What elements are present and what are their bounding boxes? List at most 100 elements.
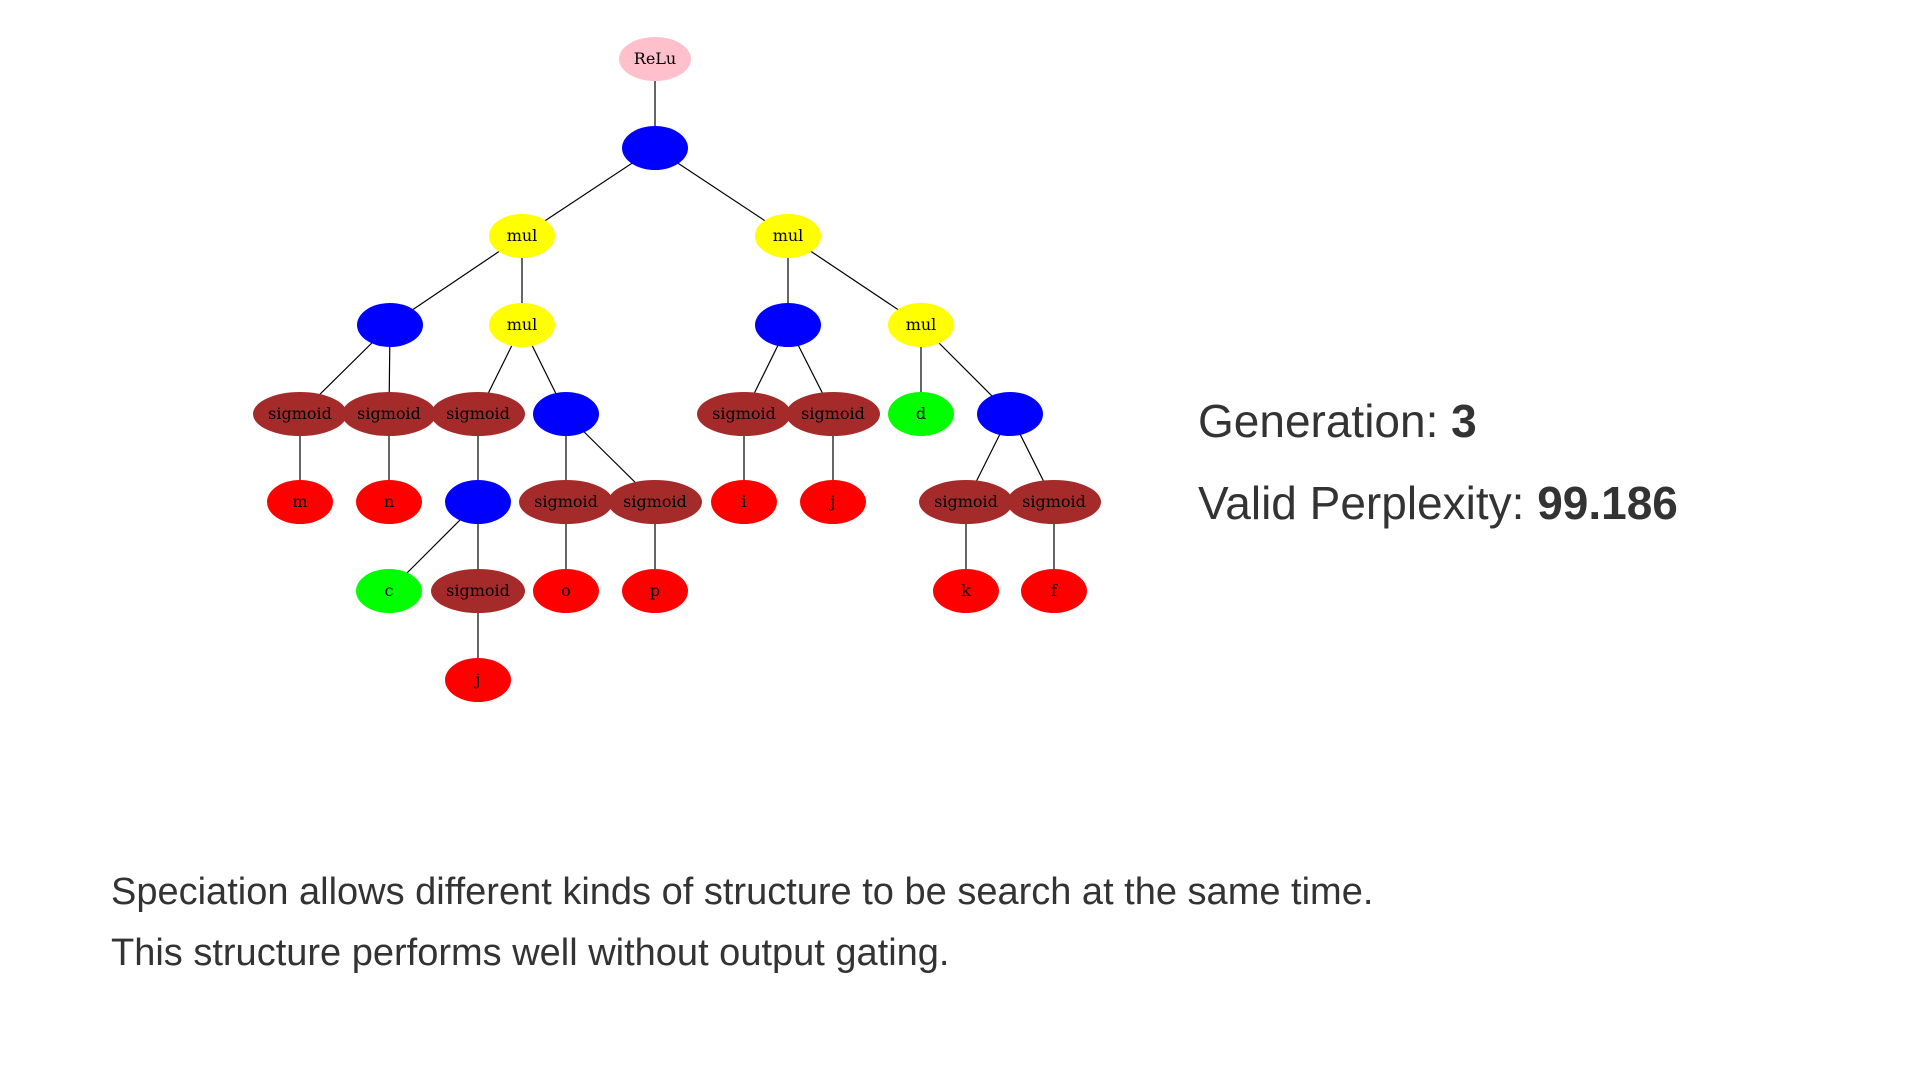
node-label: sigmoid: [534, 492, 598, 511]
node-label: o: [561, 581, 571, 600]
node-ellipse: [619, 37, 691, 81]
node-ellipse: [489, 303, 555, 347]
node-label: mul: [906, 315, 937, 334]
caption-line-1: Speciation allows different kinds of str…: [111, 871, 1374, 913]
node-ellipse: [919, 480, 1013, 524]
node-sigmoid: sigmoid: [786, 392, 880, 436]
node-add: add: [755, 303, 821, 347]
node-i: i: [711, 480, 777, 524]
node-add: add: [533, 392, 599, 436]
node-label: mul: [773, 226, 804, 245]
node-sigmoid: sigmoid: [1007, 480, 1101, 524]
node-ellipse: [1021, 569, 1087, 613]
node-label: mul: [507, 226, 538, 245]
node-label: sigmoid: [357, 404, 421, 423]
node-mul: mul: [755, 214, 821, 258]
node-ellipse: [888, 303, 954, 347]
generation-value: 3: [1451, 395, 1477, 447]
node-ellipse: [1007, 480, 1101, 524]
node-ellipse: [267, 480, 333, 524]
node-ellipse: [356, 569, 422, 613]
node-label: add: [773, 315, 803, 334]
node-label: sigmoid: [268, 404, 332, 423]
node-ellipse: [431, 392, 525, 436]
node-label: c: [385, 581, 394, 600]
node-label: ReLu: [634, 49, 676, 68]
node-ellipse: [342, 392, 436, 436]
node-label: m: [292, 492, 307, 511]
node-c: c: [356, 569, 422, 613]
perplexity-line: Valid Perplexity: 99.186: [1198, 462, 1678, 544]
node-ellipse: [253, 392, 347, 436]
node-ellipse: [356, 480, 422, 524]
stats-panel: Generation: 3 Valid Perplexity: 99.186: [1198, 380, 1678, 544]
node-ellipse: [357, 303, 423, 347]
node-ellipse: [977, 392, 1043, 436]
node-ellipse: [431, 569, 525, 613]
perplexity-label: Valid Perplexity:: [1198, 477, 1538, 529]
node-ellipse: [800, 480, 866, 524]
generation-label: Generation:: [1198, 395, 1452, 447]
node-ellipse: [445, 658, 511, 702]
node-sigmoid: sigmoid: [519, 480, 613, 524]
node-ellipse: [697, 392, 791, 436]
node-ellipse: [445, 480, 511, 524]
node-label: p: [650, 581, 660, 600]
node-label: add: [463, 492, 493, 511]
node-label: f: [1051, 581, 1058, 600]
node-label: add: [375, 315, 405, 334]
node-label: sigmoid: [934, 492, 998, 511]
node-label: d: [916, 404, 926, 423]
node-label: sigmoid: [801, 404, 865, 423]
node-m: m: [267, 480, 333, 524]
node-label: add: [640, 138, 670, 157]
node-sigmoid: sigmoid: [431, 392, 525, 436]
caption-line-2: This structure performs well without out…: [111, 932, 950, 974]
node-ellipse: [622, 569, 688, 613]
node-f: f: [1021, 569, 1087, 613]
node-label: sigmoid: [446, 404, 510, 423]
node-label: n: [384, 492, 394, 511]
node-mul: mul: [489, 303, 555, 347]
node-k: k: [933, 569, 999, 613]
node-add: add: [445, 480, 511, 524]
node-label: j: [829, 492, 836, 511]
node-mul: mul: [489, 214, 555, 258]
node-ellipse: [786, 392, 880, 436]
node-label: i: [741, 492, 746, 511]
node-sigmoid: sigmoid: [342, 392, 436, 436]
node-label: mul: [507, 315, 538, 334]
node-j: j: [800, 480, 866, 524]
node-label: sigmoid: [623, 492, 687, 511]
generation-line: Generation: 3: [1198, 380, 1678, 462]
node-ellipse: [755, 214, 821, 258]
node-ellipse: [933, 569, 999, 613]
node-mul: mul: [888, 303, 954, 347]
node-label: sigmoid: [1022, 492, 1086, 511]
node-ellipse: [755, 303, 821, 347]
node-label: k: [961, 581, 971, 600]
node-ellipse: [622, 126, 688, 170]
node-sigmoid: sigmoid: [919, 480, 1013, 524]
node-j: j: [445, 658, 511, 702]
node-p: p: [622, 569, 688, 613]
node-ellipse: [711, 480, 777, 524]
node-ellipse: [519, 480, 613, 524]
node-sigmoid: sigmoid: [431, 569, 525, 613]
node-add: add: [622, 126, 688, 170]
node-label: add: [995, 404, 1025, 423]
perplexity-value: 99.186: [1537, 477, 1678, 529]
node-sigmoid: sigmoid: [608, 480, 702, 524]
node-ellipse: [489, 214, 555, 258]
node-label: sigmoid: [446, 581, 510, 600]
node-ellipse: [533, 392, 599, 436]
node-add: add: [357, 303, 423, 347]
caption: Speciation allows different kinds of str…: [111, 862, 1373, 984]
node-label: sigmoid: [712, 404, 776, 423]
node-sigmoid: sigmoid: [253, 392, 347, 436]
nodes-layer: ReLu add mul mul add mul add mul sigmoid sigmoid s…: [253, 37, 1101, 702]
node-ReLu: ReLu: [619, 37, 691, 81]
node-ellipse: [533, 569, 599, 613]
